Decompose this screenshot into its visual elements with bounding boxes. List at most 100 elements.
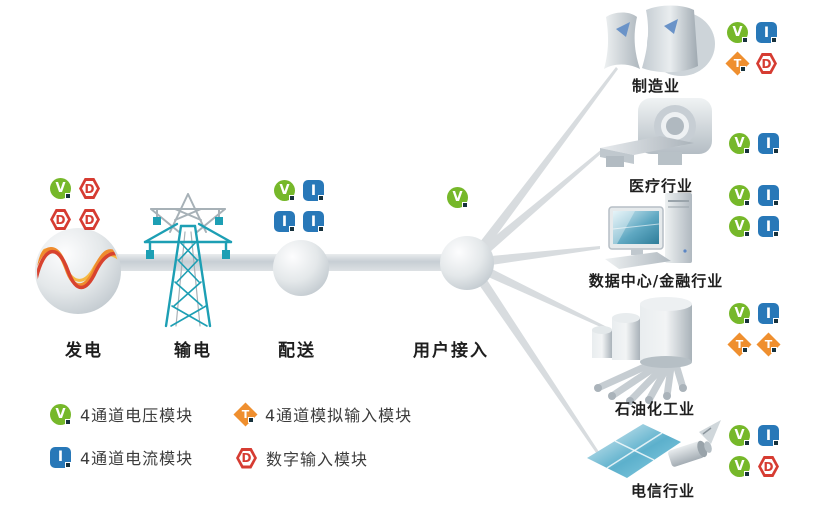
module-letter: I	[765, 187, 772, 204]
module-letter: V	[734, 188, 745, 203]
fan-lines	[466, 67, 618, 457]
module-dot	[65, 418, 71, 425]
legend-voltage-label: 4通道电压模块	[80, 406, 194, 425]
module-dot	[740, 66, 746, 72]
module-dot	[773, 231, 779, 237]
module-letter: V	[734, 428, 745, 443]
module-dot	[773, 318, 779, 324]
module-dot	[744, 471, 750, 477]
digital-input-module-icon: D	[758, 456, 779, 477]
voltage-module-icon: V	[729, 456, 750, 477]
current-module-icon: I	[758, 133, 779, 154]
module-dot	[771, 347, 777, 353]
module-dot	[744, 148, 750, 154]
current-module-icon: I	[303, 211, 324, 232]
module-dot	[742, 37, 748, 43]
distribution-node	[273, 240, 329, 296]
industry-label-datacenter: 数据中心/金融行业	[588, 272, 724, 290]
module-letter: V	[734, 219, 745, 234]
module-dot	[248, 416, 254, 423]
module-letter: T	[733, 57, 742, 70]
medical-illustration	[600, 98, 712, 167]
module-letter: D	[55, 212, 66, 227]
industry-label-manufacturing: 制造业	[631, 77, 681, 95]
module-letter: I	[310, 213, 317, 230]
module-dot	[771, 37, 777, 43]
datacenter-modules: V I V I	[729, 185, 779, 237]
module-letter: D	[241, 451, 252, 465]
analog-input-module-icon: T	[235, 404, 256, 425]
module-letter: V	[734, 459, 745, 474]
module-letter: I	[763, 24, 770, 41]
module-dot	[744, 318, 750, 324]
legend-item-analog: T 4通道模拟输入模块	[235, 402, 412, 426]
module-letter: I	[765, 218, 772, 235]
datacenter-illustration	[605, 193, 692, 269]
module-letter: I	[281, 213, 288, 230]
module-dot	[744, 440, 750, 446]
current-module-icon: I	[50, 446, 71, 468]
voltage-module-icon: V	[50, 178, 71, 199]
generation-node	[35, 228, 121, 314]
node-label-access: 用户接入	[413, 341, 489, 361]
module-letter: I	[765, 427, 772, 444]
module-letter: V	[55, 406, 66, 422]
voltage-module-icon: V	[274, 180, 295, 201]
node-label-transmission: 输电	[174, 341, 212, 361]
module-letter: D	[763, 459, 774, 474]
voltage-module-icon: V	[729, 133, 750, 154]
legend-current-label: 4通道电流模块	[80, 449, 194, 468]
current-module-icon: I	[758, 303, 779, 324]
module-dot	[773, 148, 779, 154]
voltage-module-icon: V	[729, 185, 750, 206]
module-letter: V	[734, 306, 745, 321]
industry-label-telecom: 电信行业	[630, 482, 696, 500]
manufacturing-illustration	[604, 5, 715, 76]
module-dot	[744, 200, 750, 206]
current-module-icon: I	[756, 22, 777, 43]
telecom-illustration	[587, 420, 721, 478]
access-node	[440, 236, 494, 290]
voltage-module-icon: V	[729, 425, 750, 446]
module-letter: D	[84, 212, 95, 227]
module-letter: V	[452, 190, 463, 205]
legend-digital-icon-slot: D	[236, 448, 257, 469]
industry-label-petrochemical: 石油化工业	[614, 400, 696, 418]
analog-input-module-icon: T	[729, 334, 750, 355]
module-letter: I	[57, 449, 64, 465]
legend-analog-icon-slot: T	[235, 404, 256, 425]
module-letter: I	[310, 182, 317, 199]
voltage-module-icon: V	[50, 403, 71, 425]
legend-digital-label: 数字输入模块	[266, 450, 369, 469]
current-module-icon: I	[274, 211, 295, 232]
telecom-modules: V I V D	[729, 425, 779, 477]
petrochemical-illustration	[592, 297, 692, 405]
legend-voltage-icon-slot: V	[50, 403, 71, 425]
module-dot	[462, 202, 468, 208]
digital-input-module-icon: D	[50, 209, 71, 230]
module-letter: I	[765, 305, 772, 322]
analog-input-module-icon: T	[758, 334, 779, 355]
module-dot	[744, 231, 750, 237]
legend-current-icon-slot: I	[50, 446, 71, 468]
module-letter: V	[55, 181, 66, 196]
chain-bar	[78, 254, 468, 271]
voltage-module-icon: V	[729, 216, 750, 237]
legend-item-voltage: V 4通道电压模块	[50, 402, 193, 426]
module-dot	[773, 200, 779, 206]
digital-input-module-icon: D	[79, 209, 100, 230]
module-letter: T	[735, 338, 744, 351]
access-modules: V	[447, 187, 468, 208]
module-dot	[742, 347, 748, 353]
module-dot	[65, 193, 71, 199]
voltage-module-icon: V	[727, 22, 748, 43]
module-letter: V	[279, 183, 290, 198]
module-letter: V	[732, 25, 743, 40]
current-module-icon: I	[758, 425, 779, 446]
